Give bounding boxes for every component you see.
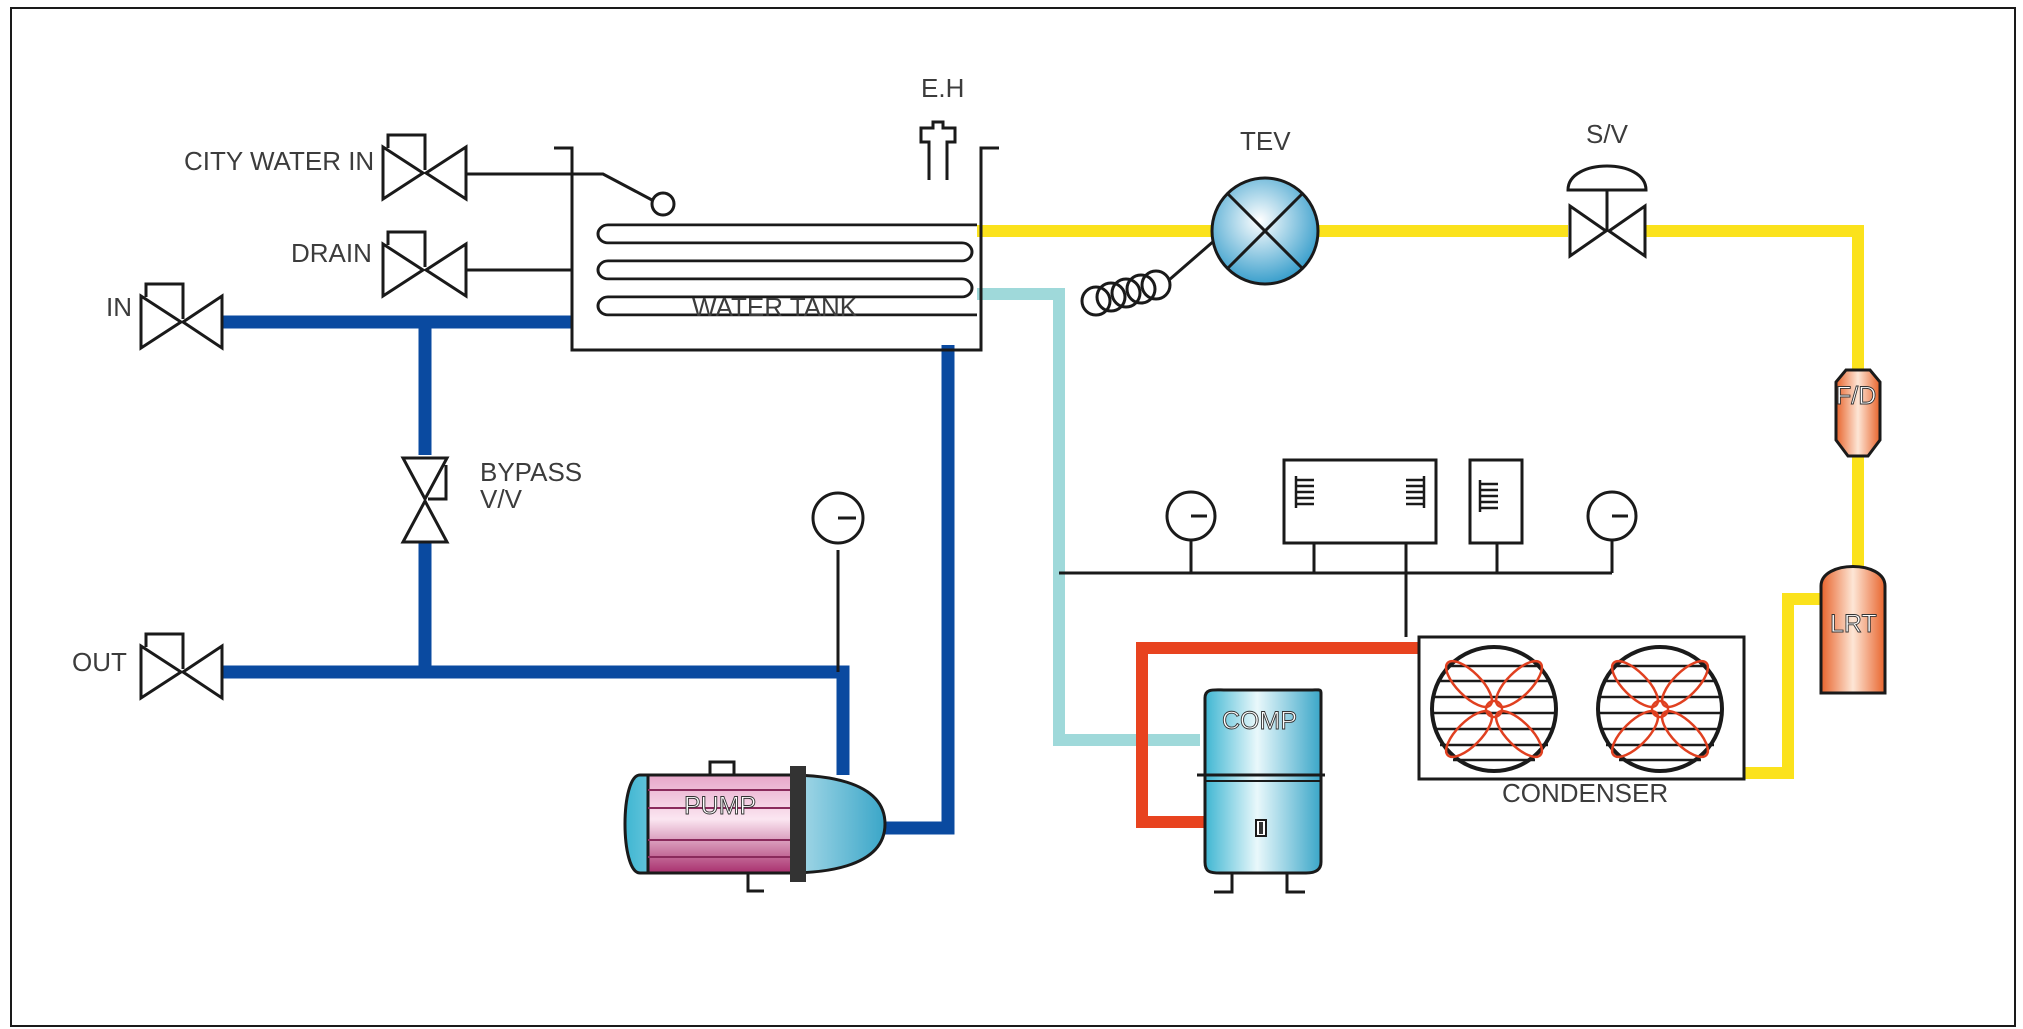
fd-label: F/D [1836, 382, 1876, 410]
liquid-receiver-tank: LRT [1819, 565, 1887, 695]
lrt-label: LRT [1830, 610, 1877, 638]
fan-icon [1596, 645, 1724, 773]
float-ball-icon [650, 191, 676, 217]
valve-out [139, 632, 224, 701]
pump-motor-fins [648, 789, 792, 858]
filter-drier-body [1834, 368, 1882, 458]
valve-icon-half [400, 497, 450, 544]
evaporator-coil [596, 223, 977, 317]
valve-icon [381, 241, 426, 299]
gauge-icon [811, 491, 865, 545]
bypass-label-line2: V/V [480, 484, 523, 514]
lrt-body [1819, 565, 1887, 695]
valve-handle [428, 465, 448, 501]
control-box-icon [1468, 458, 1524, 545]
condenser: CONDENSER [1417, 635, 1746, 808]
valve-in [139, 282, 224, 351]
gauge-icon [1165, 490, 1217, 542]
pump-foot [746, 873, 764, 893]
valve-icon-half [423, 144, 468, 202]
electric-heater-icon [919, 120, 957, 180]
valve-icon-half [423, 241, 468, 299]
pump: PUMP [623, 491, 887, 893]
valve-handle [144, 632, 185, 669]
control-box-icon [1282, 458, 1438, 545]
valve-icon-half [180, 293, 224, 351]
gauge-icon [1586, 490, 1638, 542]
valve-icon [381, 144, 426, 202]
valve-icon [400, 456, 450, 503]
drain-label: DRAIN [291, 238, 372, 268]
discharge-line [1136, 642, 1427, 828]
sv-label: S/V [1586, 119, 1629, 149]
refrigerant-piping [977, 225, 1864, 828]
tev-label: TEV [1240, 126, 1291, 156]
bypass-label-line1: BYPASS [480, 457, 582, 487]
eh-label: E.H [921, 73, 964, 103]
filter-drier: F/D [1834, 368, 1882, 458]
water-tank: WATER TANK E.H [466, 73, 999, 352]
water-tank-outline [554, 146, 999, 352]
tank-return-pipe [880, 345, 955, 835]
compressor-foot-left [1214, 873, 1234, 894]
valve-bypass [400, 456, 450, 544]
compressor: COMP [1197, 688, 1325, 894]
control-wiring [1059, 540, 1614, 637]
valve-city-water-in [381, 133, 468, 202]
valve-icon [139, 643, 184, 701]
valve-drain [381, 230, 468, 299]
valve-handle [144, 282, 185, 319]
out-label: OUT [72, 647, 127, 677]
water-piping [222, 315, 955, 835]
in-label: IN [106, 292, 132, 322]
city-water-in-label: CITY WATER IN [184, 146, 374, 176]
valve-icon-half [180, 643, 224, 701]
valve-icon [139, 293, 184, 351]
condenser-label: CONDENSER [1502, 778, 1668, 808]
expansion-valve-icon [1210, 176, 1320, 286]
capillary-coil-icon [1080, 238, 1216, 317]
outlet-pipe [222, 665, 850, 775]
valve-handle [386, 230, 427, 267]
compressor-foot-right [1285, 873, 1305, 894]
valve-handle [386, 133, 427, 170]
float-switch-rod [466, 172, 653, 202]
pump-terminal-box [708, 760, 736, 777]
fan-icon [1430, 645, 1558, 773]
suction-line [977, 288, 1200, 746]
comp-label: COMP [1222, 707, 1297, 735]
pump-label: PUMP [684, 792, 756, 820]
liquid-line-lrt-condenser [1735, 593, 1820, 779]
pump-flange [790, 766, 806, 882]
solenoid-valve-icon [1566, 164, 1648, 259]
liquid-line-sv-fd [1645, 225, 1864, 370]
compressor-sight-glass-inner [1259, 822, 1263, 834]
water-tank-label: WATER TANK [692, 292, 858, 322]
diagram-frame [10, 7, 2016, 1027]
